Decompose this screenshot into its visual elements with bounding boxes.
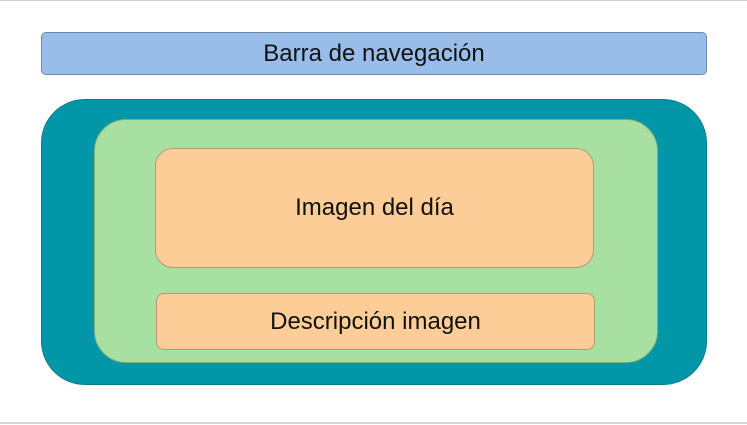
top-divider [0,0,747,1]
image-of-the-day-block: Imagen del día [155,148,594,268]
navigation-bar-block: Barra de navegación [41,32,707,75]
navigation-bar-label: Barra de navegación [263,39,485,67]
image-description-block: Descripción imagen [156,293,595,350]
image-description-label: Descripción imagen [270,307,481,335]
image-of-the-day-label: Imagen del día [295,194,454,221]
bottom-divider [0,422,747,424]
